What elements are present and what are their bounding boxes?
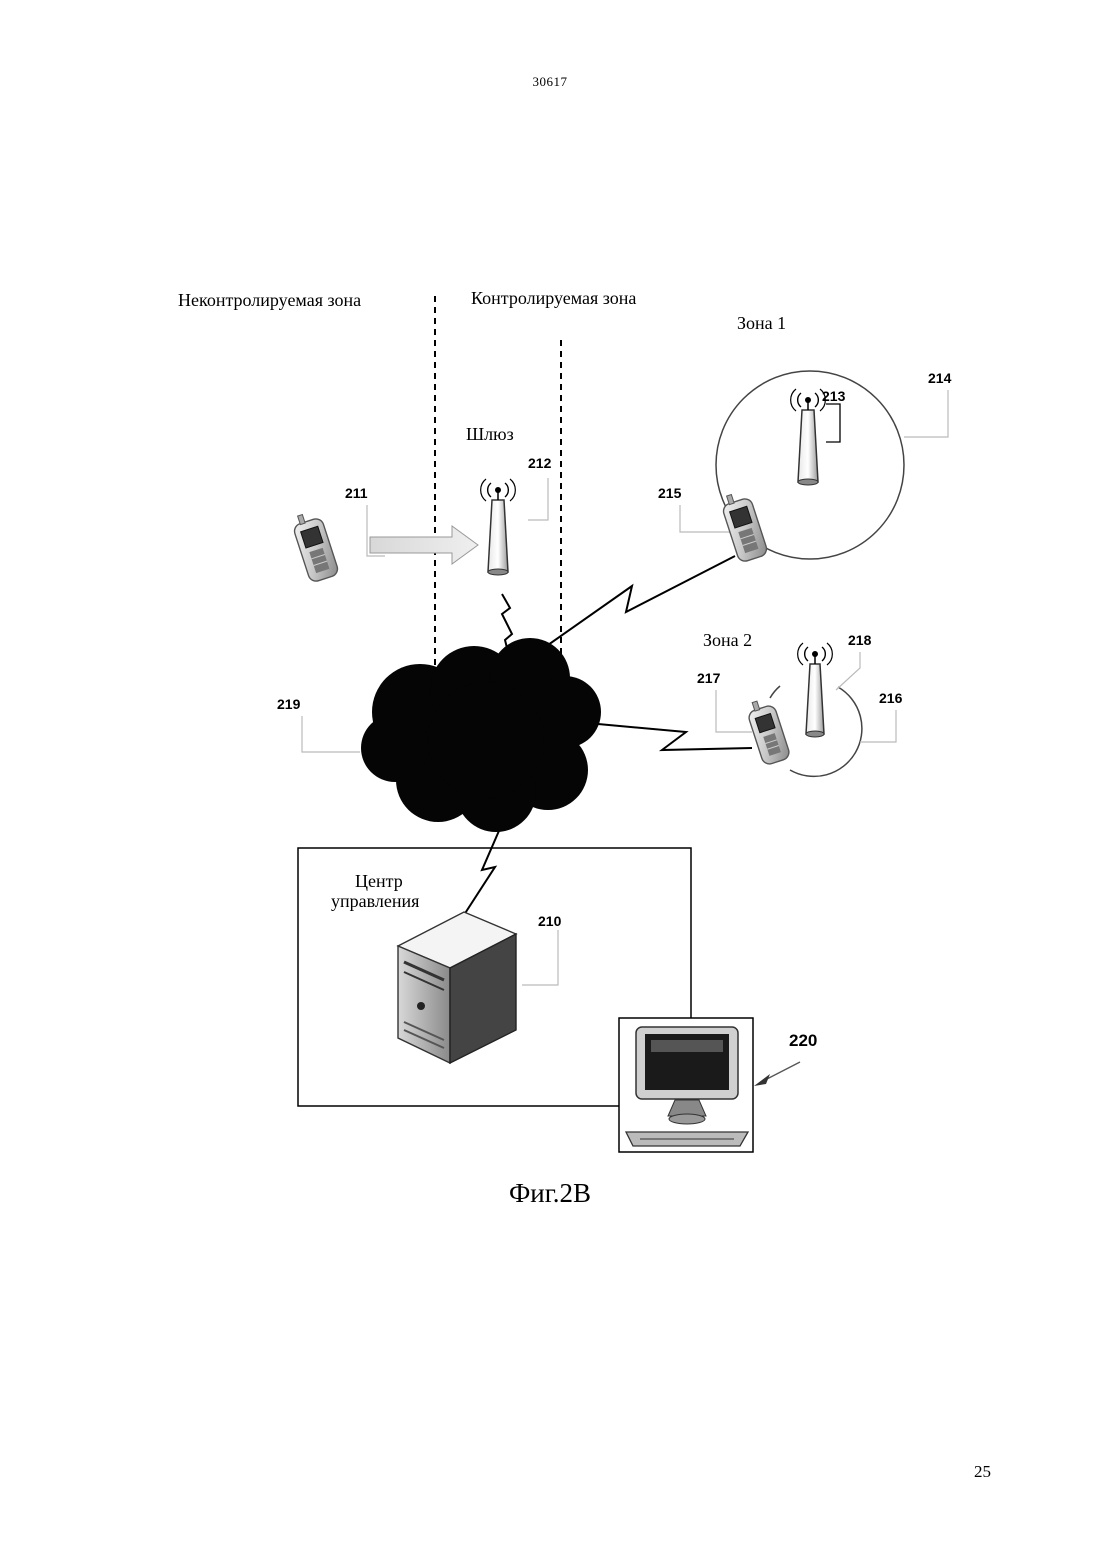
ref-211: 211 [345,485,368,501]
leader-217 [716,690,752,732]
ref-217: 217 [697,670,721,686]
control-center-label-line1: Центр [355,871,403,891]
link-217-cloud [598,724,752,750]
leader-215 [680,505,730,532]
leader-220-arrowhead [754,1074,770,1086]
network-cloud [361,638,601,832]
mobile-phone-211-icon [290,509,340,583]
leader-214 [904,390,948,437]
control-center-label-line2: управления [331,891,419,911]
page-number: 25 [974,1462,991,1482]
leader-219 [302,716,360,752]
ref-216: 216 [879,690,903,706]
workstation-220-icon [619,1018,753,1152]
zone2-circle-left [770,686,780,698]
zone2-circle [790,687,862,776]
uncontrolled-zone-label: Неконтролируемая зона [178,290,361,310]
server-210-icon [398,912,516,1063]
ref-218: 218 [848,632,872,648]
leader-210 [522,930,558,985]
zone1-label: Зона 1 [737,313,786,333]
ref-212: 212 [528,455,552,471]
leader-213 [826,404,840,442]
zone2-label: Зона 2 [703,630,752,650]
ref-220: 220 [789,1031,817,1050]
antenna-213-icon [791,389,826,485]
gateway-antenna-212-icon [481,479,516,575]
antenna-218-icon [798,643,833,737]
ref-219: 219 [277,696,301,712]
leader-216 [860,710,896,742]
controlled-zone-label: Контролируемая зона [471,288,636,308]
gateway-label: Шлюз [466,424,514,444]
mobile-phone-215-icon [719,489,769,563]
mobile-phone-217-icon [745,696,791,766]
leader-212 [528,478,548,520]
ref-210: 210 [538,913,562,929]
ref-215: 215 [658,485,682,501]
leader-218 [836,652,860,690]
ref-214: 214 [928,370,952,386]
leader-220 [765,1062,800,1080]
figure-caption: Фиг.2В [0,1178,1100,1209]
arrow-211-to-gateway [370,526,478,564]
